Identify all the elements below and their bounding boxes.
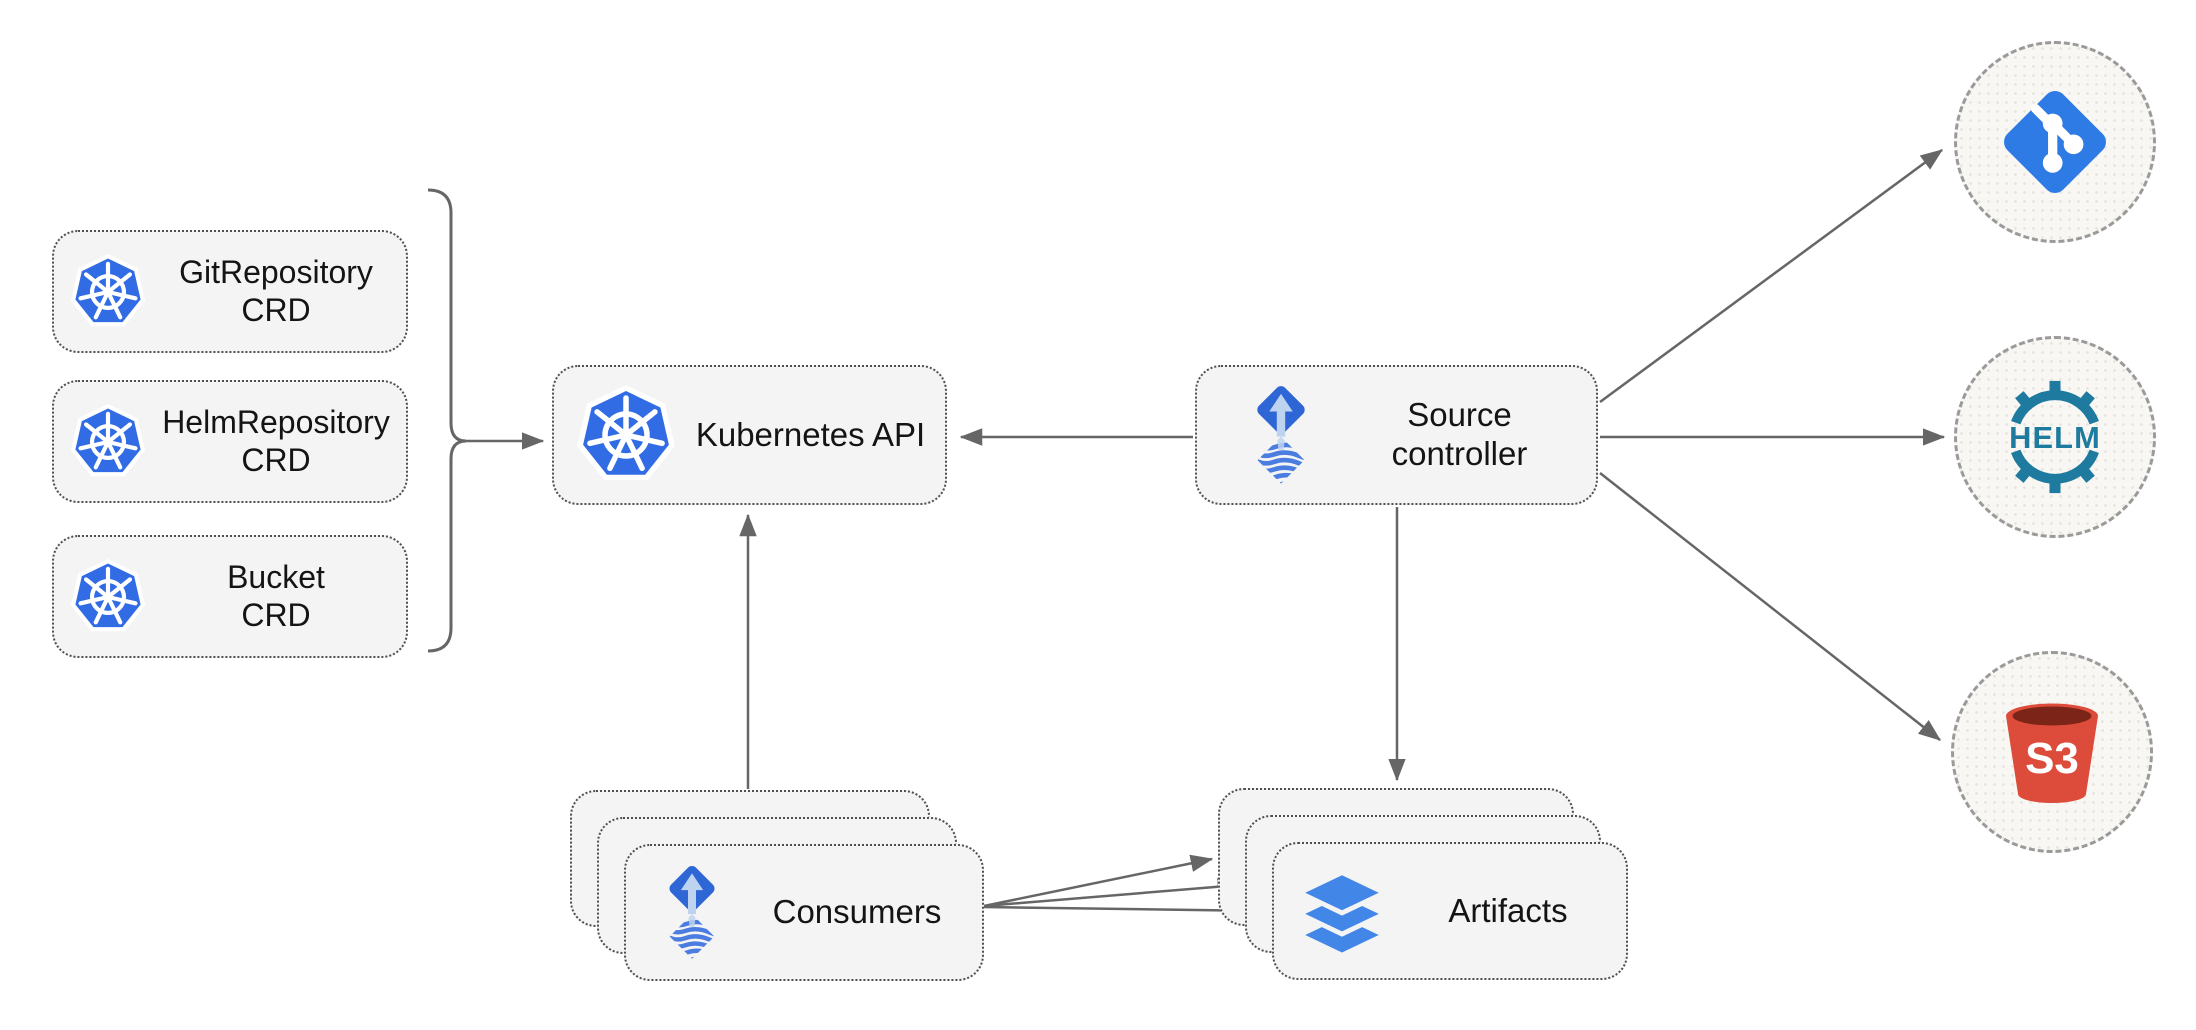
node-label: Artifacts	[1448, 891, 1568, 929]
kubernetes-icon	[70, 254, 146, 330]
node-source-controller: Source controller	[1195, 365, 1598, 505]
node-artifacts: Artifacts	[1272, 842, 1628, 980]
node-label-line2: CRD	[241, 596, 311, 633]
flux-icon	[1239, 383, 1323, 487]
edge-sourcecontroller-to-s3	[1599, 472, 1941, 741]
node-label-line1: GitRepository	[179, 253, 373, 290]
node-label-line1: HelmRepository	[162, 403, 390, 440]
node-label: Bucket CRD	[146, 559, 406, 635]
node-label: HelmRepository CRD	[146, 404, 406, 480]
flux-icon	[652, 863, 732, 962]
edge-consumers-to-artifacts-2	[983, 878, 1241, 908]
node-s3-bucket: S3	[1951, 651, 2153, 853]
node-bucket-crd: Bucket CRD	[52, 535, 408, 658]
node-label-line2: CRD	[241, 291, 311, 328]
node-artifacts-stack: Artifacts	[1218, 788, 1628, 980]
kubernetes-icon	[70, 404, 146, 480]
node-label: Source controller	[1323, 396, 1596, 474]
node-label: Consumers	[772, 893, 942, 931]
node-kubernetes-api: Kubernetes API	[552, 365, 947, 505]
kubernetes-icon	[70, 559, 146, 635]
git-icon	[2004, 91, 2106, 193]
crd-group-bracket	[427, 188, 467, 653]
s3-label: S3	[2025, 734, 2079, 783]
edge-sourcecontroller-to-git	[1599, 148, 1944, 404]
node-label-line1: Source	[1407, 396, 1512, 434]
helm-label: HELM	[2009, 420, 2101, 455]
node-label-line2: controller	[1391, 435, 1528, 472]
edge-consumers-to-artifacts-1	[983, 854, 1214, 908]
node-label: GitRepository CRD	[146, 254, 406, 330]
kubernetes-icon	[576, 385, 676, 485]
node-consumers: Consumers	[624, 844, 984, 981]
node-helm-repository: HELM	[1954, 336, 2156, 538]
helm-icon: HELM	[2009, 380, 2101, 494]
s3-icon: S3	[2006, 703, 2098, 803]
node-git-repository-crd: GitRepository CRD	[52, 230, 408, 353]
node-label-line2: CRD	[241, 441, 311, 478]
node-helm-repository-crd: HelmRepository CRD	[52, 380, 408, 503]
node-label-line1: Bucket	[227, 558, 325, 595]
node-git-server	[1954, 41, 2156, 243]
layers-icon	[1294, 863, 1390, 959]
node-consumers-stack: Consumers	[570, 790, 984, 981]
node-label: Kubernetes API	[695, 415, 926, 453]
